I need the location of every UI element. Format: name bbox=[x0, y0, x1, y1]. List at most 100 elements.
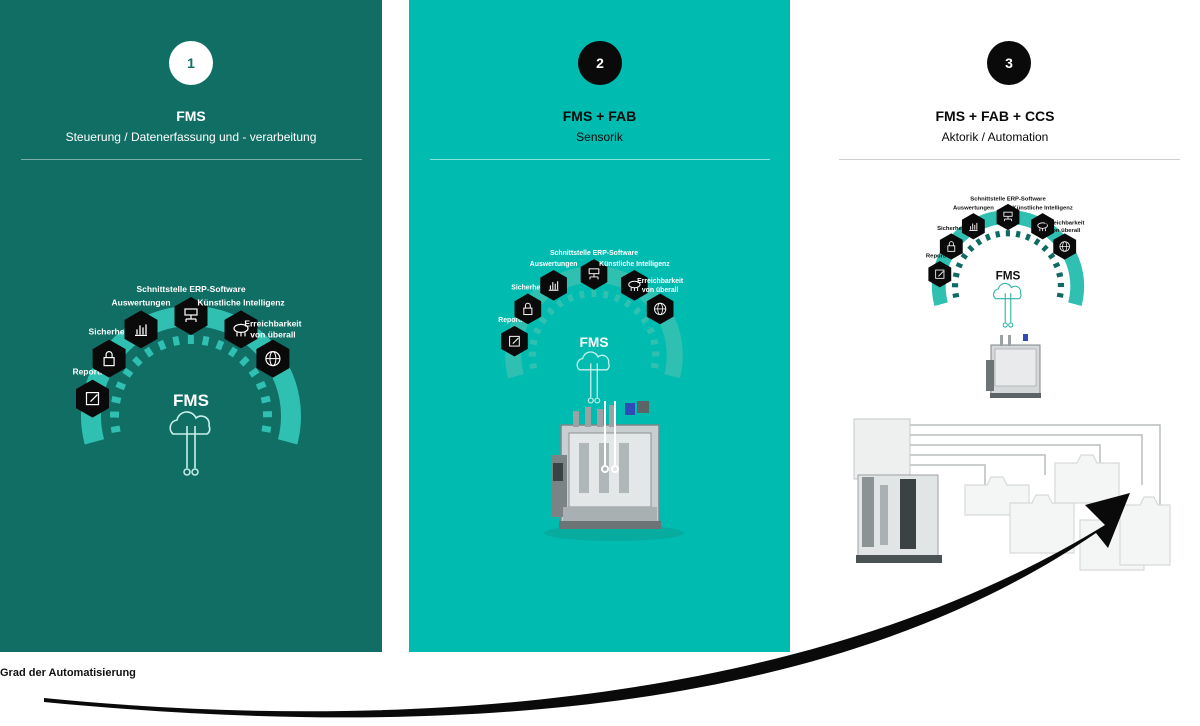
bar-chart-icon bbox=[135, 324, 147, 337]
dash-tick bbox=[215, 339, 225, 351]
hexagon bbox=[1031, 213, 1055, 240]
network-icon bbox=[184, 308, 198, 322]
dash-tick bbox=[261, 425, 272, 433]
feature-label: Schnittstelle ERP-Software bbox=[970, 196, 1046, 202]
dash-tick bbox=[632, 306, 642, 316]
hexagon bbox=[124, 310, 158, 349]
globe-icon bbox=[654, 302, 667, 316]
circuit-node bbox=[1008, 322, 1014, 328]
stage-title: FMS bbox=[176, 108, 206, 124]
dash-tick bbox=[529, 339, 538, 346]
dash-tick bbox=[1047, 252, 1056, 260]
dash-tick bbox=[115, 381, 127, 391]
dash-tick bbox=[1041, 244, 1049, 253]
fermenter-small-image bbox=[986, 334, 1041, 398]
brain-icon bbox=[628, 280, 641, 291]
feature-label-line2: von überall bbox=[250, 330, 295, 340]
feature-label: Sicherheit bbox=[511, 285, 545, 292]
cloud-icon bbox=[993, 282, 1022, 300]
divider bbox=[21, 159, 362, 160]
circuit-node bbox=[587, 397, 594, 404]
feature-node: Künstliche Intelligenz bbox=[599, 261, 670, 301]
feature-node: Auswertungen bbox=[111, 297, 171, 349]
feature-node: Sicherheit bbox=[511, 285, 545, 325]
feature-label: Schnittstelle ERP-Software bbox=[136, 284, 245, 294]
lock-icon bbox=[103, 351, 115, 367]
network-icon bbox=[588, 268, 600, 280]
fms-feature-diagram: FMSReportingSicherheitAuswertungenSchnit… bbox=[498, 250, 684, 404]
feature-label: Reporting bbox=[926, 254, 954, 260]
brain-icon bbox=[233, 323, 249, 337]
hexagon bbox=[501, 325, 528, 357]
feature-label: Erreichbarkeit bbox=[244, 319, 301, 329]
feature-label: Auswertungen bbox=[953, 206, 994, 212]
dash-tick bbox=[172, 335, 180, 346]
feature-node: Auswertungen bbox=[530, 261, 577, 301]
feature-node: Sicherheit bbox=[937, 226, 966, 260]
feature-node: Erreichbarkeit von überall bbox=[637, 278, 684, 325]
feature-node: Schnittstelle ERP-Software bbox=[550, 250, 638, 290]
feature-label: Reporting bbox=[498, 317, 530, 324]
dash-tick bbox=[602, 290, 609, 299]
pencil-icon bbox=[85, 391, 100, 406]
network-icon bbox=[1003, 211, 1013, 222]
center-fms-label: FMS bbox=[996, 269, 1021, 282]
dash-tick bbox=[110, 425, 121, 434]
stage-title: FMS + FAB + CCS bbox=[935, 108, 1055, 124]
dash-tick bbox=[975, 238, 983, 246]
dash-tick bbox=[546, 306, 555, 316]
dash-tick bbox=[1056, 292, 1064, 298]
feature-label: Erreichbarkeit bbox=[637, 278, 684, 285]
circuit-node bbox=[191, 468, 199, 476]
dash-tick bbox=[984, 233, 992, 241]
dash-tick bbox=[111, 395, 122, 404]
stage-subtitle: Aktorik / Automation bbox=[941, 130, 1049, 144]
dash-tick bbox=[157, 339, 167, 351]
globe-icon bbox=[1059, 241, 1070, 252]
bar-chart-icon bbox=[548, 281, 559, 291]
stage-subtitle: Sensorik bbox=[576, 130, 623, 144]
feature-node: Reporting bbox=[926, 254, 954, 288]
dash-tick bbox=[995, 230, 1001, 238]
dash-tick bbox=[143, 346, 154, 358]
circuit-node bbox=[183, 468, 191, 476]
center-fms-label: FMS bbox=[173, 391, 209, 410]
lock-icon bbox=[523, 302, 533, 316]
feature-node: Schnittstelle ERP-Software bbox=[136, 284, 246, 335]
dash-tick bbox=[640, 316, 650, 325]
divider bbox=[430, 159, 770, 160]
brain-icon bbox=[1037, 222, 1048, 232]
stage-number-badge: 3 bbox=[987, 41, 1031, 85]
hexagon bbox=[224, 310, 258, 349]
dash-tick bbox=[566, 293, 575, 303]
dash-tick bbox=[1056, 272, 1064, 278]
stage-3-panel: 3 FMS + FAB + CCS Aktorik / Automation F… bbox=[790, 0, 1200, 652]
feature-node: Auswertungen bbox=[953, 206, 994, 240]
feature-label-line2: von überall bbox=[1049, 228, 1081, 234]
feature-node: Sicherheit bbox=[89, 327, 130, 378]
stage-number-badge: 1 bbox=[169, 41, 213, 85]
dash-tick bbox=[952, 292, 960, 299]
dash-tick bbox=[1052, 261, 1061, 269]
fermenter-machine-image bbox=[544, 401, 684, 541]
feature-label: Künstliche Intelligenz bbox=[599, 261, 670, 268]
dash-tick bbox=[201, 335, 210, 346]
dash-tick bbox=[260, 395, 271, 404]
dash-tick bbox=[952, 272, 960, 278]
dash-tick bbox=[650, 362, 659, 369]
feature-node: Reporting bbox=[72, 367, 113, 418]
ccs-installation-image bbox=[853, 418, 1171, 571]
feature-node: Künstliche Intelligenz bbox=[197, 297, 285, 349]
lock-icon bbox=[947, 241, 956, 252]
feature-label-line2: von überall bbox=[642, 287, 679, 294]
feature-node: Reporting bbox=[498, 317, 531, 357]
hexagon bbox=[961, 213, 985, 240]
feature-label: Sicherheit bbox=[89, 327, 130, 337]
dash-tick bbox=[623, 299, 632, 308]
globe-icon bbox=[265, 350, 281, 367]
